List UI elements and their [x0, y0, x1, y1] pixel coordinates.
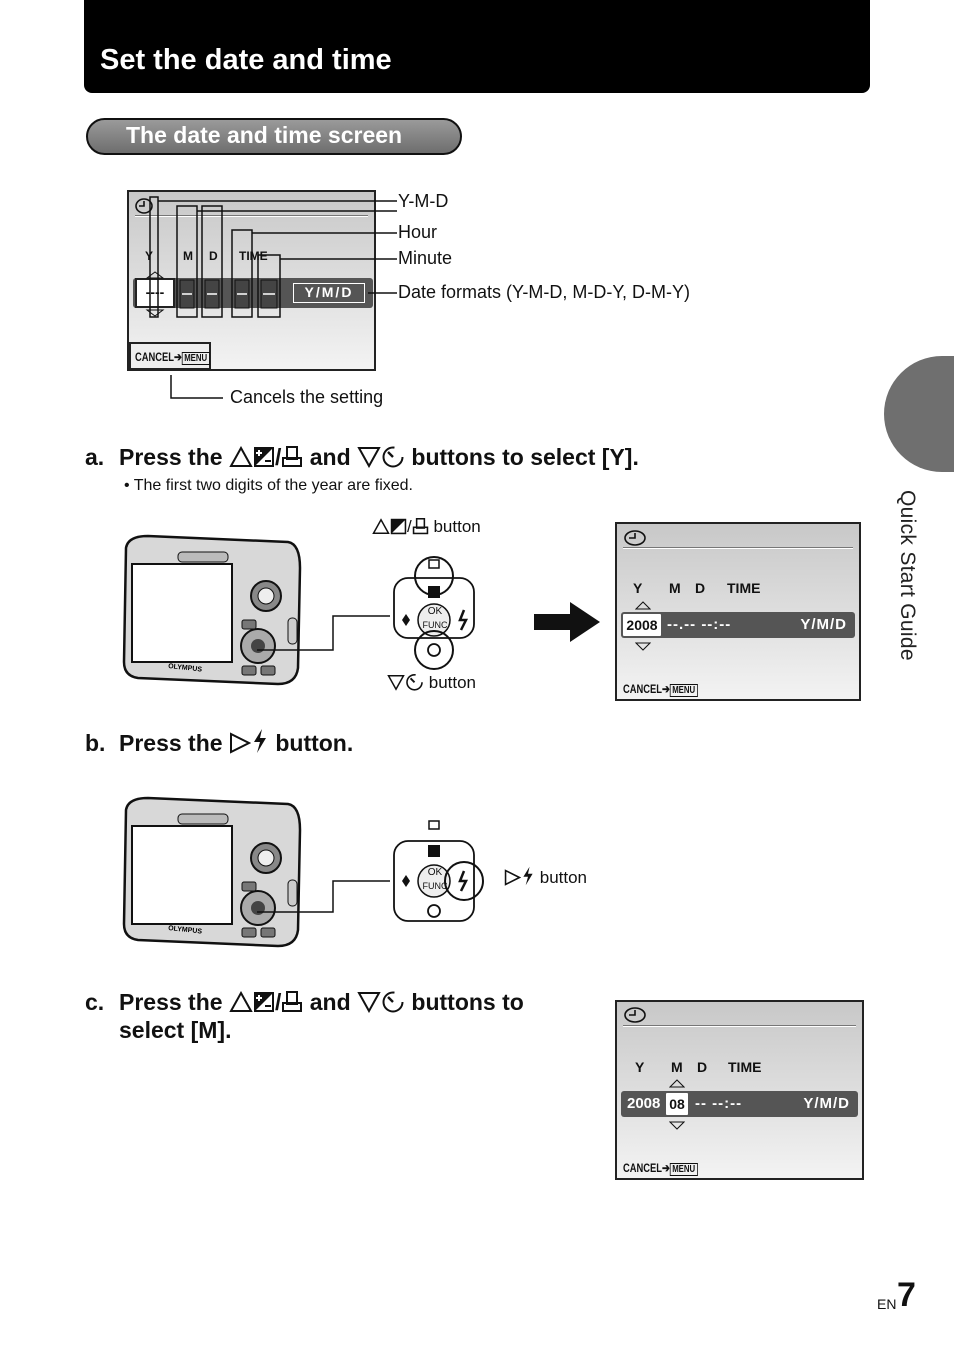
- up-indicator-icon: [669, 1079, 685, 1088]
- value-bar: 2008 08 -- --:-- Y/M/D: [621, 1091, 858, 1117]
- screen-step-c: Y M D TIME 2008 08 -- --:-- Y/M/D CANCEL…: [615, 1000, 864, 1180]
- clock-icon: [624, 1007, 646, 1023]
- arrow-pad-diagram: [393, 556, 475, 670]
- leader-line: [257, 615, 390, 651]
- ok-label: OK: [427, 606, 443, 617]
- diagram-callouts: [145, 196, 397, 399]
- down-button-label: button: [387, 672, 476, 693]
- self-timer-icon: [382, 446, 404, 468]
- section-pill: [86, 118, 462, 155]
- format-field: Y/M/D: [293, 283, 365, 303]
- triangle-down-icon: [357, 447, 381, 468]
- leader-line: [257, 880, 390, 913]
- col-time-label: TIME: [728, 1059, 762, 1075]
- col-y-label: Y: [633, 580, 643, 596]
- triangle-down-icon: [357, 992, 381, 1013]
- col-time-label: TIME: [239, 249, 268, 263]
- exposure-icon: [390, 518, 407, 535]
- exposure-icon: [253, 992, 274, 1012]
- header-bar: [84, 0, 870, 93]
- remaining-fields: -- --:--: [695, 1095, 743, 1112]
- ok-label: OK: [427, 867, 443, 878]
- clock-icon: [135, 198, 153, 214]
- clock-icon: [624, 530, 646, 546]
- print-icon: [282, 446, 303, 467]
- format-value: Y/M/D: [800, 616, 847, 633]
- page-language: EN: [877, 1296, 897, 1312]
- flash-icon: [253, 729, 266, 753]
- label-cancels: Cancels the setting: [230, 387, 384, 407]
- col-m-label: M: [671, 1059, 683, 1075]
- label-hour: Hour: [398, 222, 438, 242]
- format-value: Y/M/D: [803, 1095, 850, 1112]
- camera-brand-text: OLYMPUS: [168, 663, 203, 674]
- step-a-note: • The first two digits of the year are f…: [124, 477, 413, 494]
- right-arrow-icon: [534, 602, 600, 642]
- triangle-up-icon: [229, 991, 253, 1012]
- year-value: 2008: [627, 1095, 661, 1112]
- triangle-up-icon: [229, 446, 253, 467]
- print-icon: [282, 991, 303, 1012]
- func-label: FUNC: [422, 881, 448, 891]
- value-bar: 2008 --.-- --:-- Y/M/D: [621, 612, 855, 638]
- down-indicator-icon: [635, 642, 651, 651]
- cancel-hint: CANCEL➔MENU: [135, 350, 210, 365]
- page-number: 7: [897, 1276, 916, 1314]
- down-indicator-icon: [669, 1121, 685, 1130]
- cancel-hint: CANCEL➔MENU: [623, 682, 698, 697]
- arrow-pad-diagram: [393, 820, 484, 922]
- col-y-label: Y: [635, 1059, 645, 1075]
- print-icon: [412, 518, 428, 535]
- right-button-label: button: [504, 866, 587, 888]
- col-y-label: Y: [145, 249, 154, 263]
- camera-back-illustration: OLYMPUS: [122, 796, 302, 948]
- step-c-heading-line2: select [M].: [119, 1017, 232, 1043]
- col-d-label: D: [209, 249, 218, 263]
- step-c-heading: c.Press the / and buttons to: [85, 989, 524, 1015]
- col-time-label: TIME: [727, 580, 761, 596]
- side-tab-label: Quick Start Guide: [896, 490, 919, 661]
- self-timer-icon: [382, 991, 404, 1013]
- label-ymd: Y-M-D: [398, 191, 449, 211]
- label-date-formats: Date formats (Y-M-D, M-D-Y, D-M-Y): [398, 282, 691, 302]
- screen-step-a: Y M D TIME 2008 --.-- --:-- Y/M/D CANCEL…: [615, 522, 861, 701]
- exposure-icon: [253, 447, 274, 467]
- camera-brand-text: OLYMPUS: [168, 925, 203, 936]
- up-button-label: / button: [372, 517, 481, 537]
- up-indicator-icon: [635, 601, 651, 610]
- camera-back-illustration: OLYMPUS: [122, 534, 302, 686]
- page-title: Set the date and time: [100, 44, 392, 76]
- self-timer-icon: [406, 673, 423, 691]
- col-d-label: D: [697, 1059, 708, 1075]
- remaining-fields: --.-- --:--: [667, 616, 732, 633]
- triangle-down-icon: [387, 675, 405, 691]
- label-minute: Minute: [398, 248, 453, 268]
- step-a-heading: a.Press the / and buttons to select [Y].: [85, 444, 639, 470]
- section-title: The date and time screen: [126, 122, 403, 148]
- year-field[interactable]: 2008: [623, 614, 661, 636]
- triangle-right-icon: [229, 732, 251, 754]
- col-m-label: M: [669, 580, 681, 596]
- col-d-label: D: [695, 580, 706, 596]
- cancel-box: [129, 342, 211, 369]
- triangle-up-icon: [372, 518, 390, 534]
- cancel-hint: CANCEL➔MENU: [623, 1161, 698, 1176]
- side-tab: [884, 356, 954, 472]
- col-m-label: M: [183, 249, 193, 263]
- func-label: FUNC: [422, 620, 448, 630]
- flash-icon: [523, 866, 533, 886]
- triangle-right-icon: [504, 869, 521, 886]
- step-b-heading: b.Press the button.: [85, 729, 354, 756]
- month-field[interactable]: 08: [666, 1093, 688, 1115]
